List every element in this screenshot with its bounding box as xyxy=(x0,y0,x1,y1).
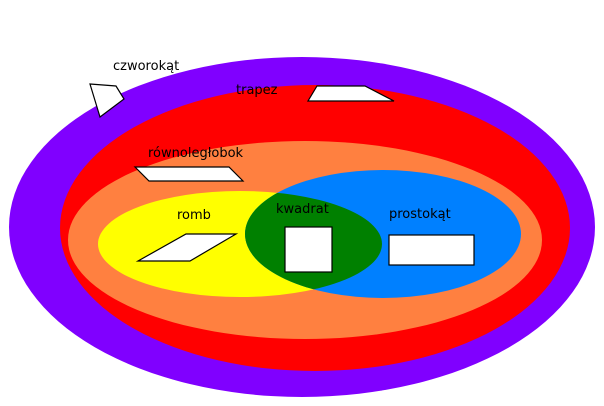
trapez-label: trapez xyxy=(236,83,278,98)
romb-shape xyxy=(135,233,239,262)
rownoleglobok-label: równoległobok xyxy=(148,146,244,161)
kwadrat-label: kwadrat xyxy=(276,202,329,217)
czworokat-shape xyxy=(89,83,125,118)
czworokat-label: czworokąt xyxy=(113,59,179,74)
kwadrat-shape xyxy=(284,226,333,273)
trapez-shape xyxy=(306,85,395,102)
rownoleglobok-shape xyxy=(133,166,245,182)
prostokat-label: prostokąt xyxy=(389,207,451,222)
romb-label: romb xyxy=(177,208,211,223)
prostokat-shape xyxy=(388,234,475,266)
